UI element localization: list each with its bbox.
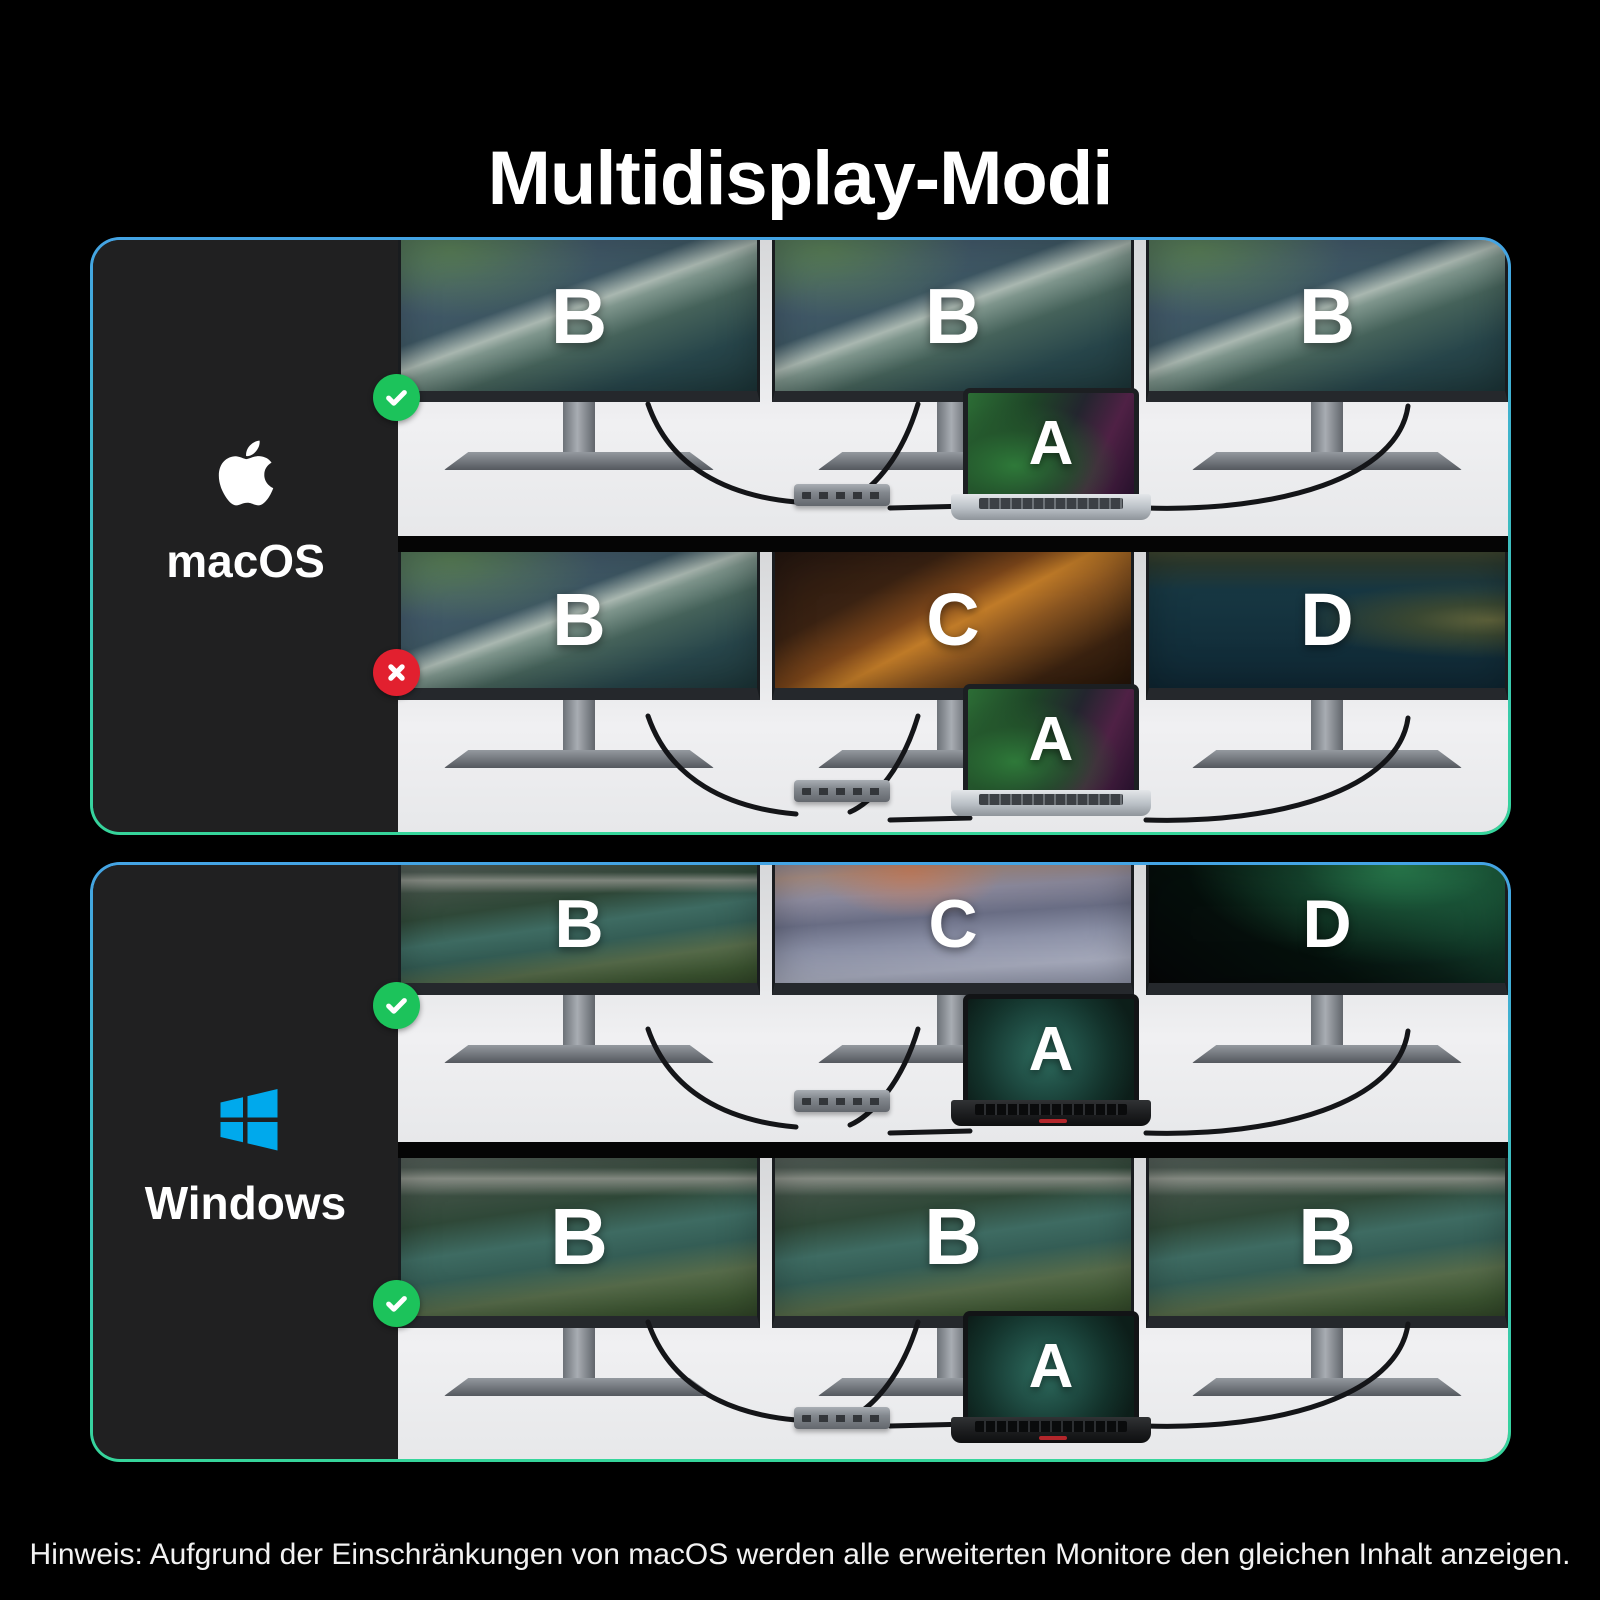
monitor-stand: [563, 700, 595, 750]
laptop-keyboard: [951, 1100, 1151, 1126]
monitor-base: [1192, 1378, 1462, 1396]
laptop: A: [951, 1311, 1151, 1443]
monitor-label: B: [550, 271, 608, 360]
laptop-screen: A: [963, 684, 1139, 790]
macos-panel: B B B: [90, 237, 1511, 835]
monitor-label: B: [550, 1192, 608, 1281]
monitor-label: C: [928, 886, 978, 962]
monitor-screen: B: [1146, 240, 1508, 402]
monitor: B: [398, 865, 760, 1063]
apple-icon: [218, 440, 273, 506]
monitor: B: [1146, 240, 1508, 470]
macos-panel-body: B B B: [93, 240, 1508, 832]
monitor-stand: [1311, 1328, 1343, 1378]
monitor-stand: [1311, 700, 1343, 750]
monitor-stand: [1311, 402, 1343, 452]
monitor: D: [1146, 552, 1508, 768]
monitor-base: [1192, 1045, 1462, 1063]
windows-rows: B C D: [398, 865, 1508, 1459]
laptop-keyboard: [951, 790, 1151, 816]
monitor-screen: B: [398, 552, 760, 700]
monitor-screen: B: [398, 865, 760, 995]
monitor-screen: B: [398, 240, 760, 402]
monitor-stand: [1311, 995, 1343, 1045]
os-name: Windows: [144, 1177, 347, 1229]
dock-ports: [802, 1098, 882, 1105]
monitor-label: B: [924, 1192, 982, 1281]
os-name: macOS: [166, 535, 325, 587]
docking-station: [794, 1090, 890, 1112]
dock-ports: [802, 492, 882, 499]
monitor-screen: B: [772, 240, 1134, 402]
monitor-screen: D: [1146, 552, 1508, 700]
monitor-screen: D: [1146, 865, 1508, 995]
monitor-base: [444, 750, 714, 768]
check-icon: [373, 1280, 420, 1327]
macos-label-column: macOS: [93, 240, 398, 808]
laptop: A: [951, 388, 1151, 520]
monitor-stand: [563, 402, 595, 452]
laptop: A: [951, 994, 1151, 1126]
page-title: Multidisplay-Modi: [487, 135, 1114, 221]
windows-icon: [220, 1089, 277, 1151]
laptop-keyboard: [951, 494, 1151, 520]
monitor: B: [398, 1158, 760, 1396]
monitor-base: [444, 452, 714, 470]
monitor-label: B: [552, 578, 606, 661]
laptop-screen: A: [963, 994, 1139, 1100]
laptop-label: A: [1028, 408, 1074, 478]
cables: [645, 401, 1411, 511]
monitor-screen: B: [772, 1158, 1134, 1328]
monitor-stand: [563, 1328, 595, 1378]
monitor-label: D: [1302, 886, 1352, 962]
dock-ports: [802, 788, 882, 795]
dock-ports: [802, 1415, 882, 1422]
monitor-base: [444, 1045, 714, 1063]
cross-icon: [373, 649, 420, 696]
monitor: C: [772, 865, 1134, 1063]
windows-panel: B C D: [90, 862, 1511, 1462]
macos-row-mirrored: B B B: [398, 240, 1508, 536]
monitor-label: B: [554, 886, 604, 962]
monitor-base: [444, 1378, 714, 1396]
windows-label-column: Windows: [93, 865, 398, 1455]
monitor-base: [1192, 452, 1462, 470]
monitor-label: B: [1298, 271, 1356, 360]
windows-row-mirrored: B B B: [398, 1158, 1508, 1459]
cables: [645, 1026, 1411, 1136]
monitor: B: [772, 1158, 1134, 1396]
windows-row-extended: B C D: [398, 865, 1508, 1142]
row-divider: [398, 1142, 1508, 1158]
monitor: D: [1146, 865, 1508, 1063]
laptop-label: A: [1028, 1014, 1074, 1084]
monitor: B: [1146, 1158, 1508, 1396]
laptop-keyboard: [951, 1417, 1151, 1443]
laptop-label: A: [1028, 704, 1074, 774]
laptop-label: A: [1028, 1331, 1074, 1401]
monitor-label: B: [924, 271, 982, 360]
macos-row-extended: B C D: [398, 552, 1508, 832]
monitor-label: B: [1298, 1192, 1356, 1281]
monitor-screen: B: [398, 1158, 760, 1328]
monitor-screen: B: [1146, 1158, 1508, 1328]
monitor-screen: C: [772, 865, 1134, 995]
monitor-label: D: [1300, 578, 1354, 661]
docking-station: [794, 1407, 890, 1429]
windows-panel-body: B C D: [93, 865, 1508, 1459]
check-icon: [373, 374, 420, 421]
laptop-screen: A: [963, 1311, 1139, 1417]
laptop: A: [951, 684, 1151, 816]
docking-station: [794, 780, 890, 802]
monitor-stand: [563, 995, 595, 1045]
laptop-screen: A: [963, 388, 1139, 494]
footnote: Hinweis: Aufgrund der Einschränkungen vo…: [29, 1538, 1571, 1571]
monitor: B: [398, 552, 760, 768]
check-icon: [373, 982, 420, 1029]
docking-station: [794, 484, 890, 506]
monitor-label: C: [926, 578, 980, 661]
monitor: B: [398, 240, 760, 470]
macos-rows: B B B: [398, 240, 1508, 832]
cables: [645, 1319, 1411, 1429]
row-divider: [398, 536, 1508, 552]
